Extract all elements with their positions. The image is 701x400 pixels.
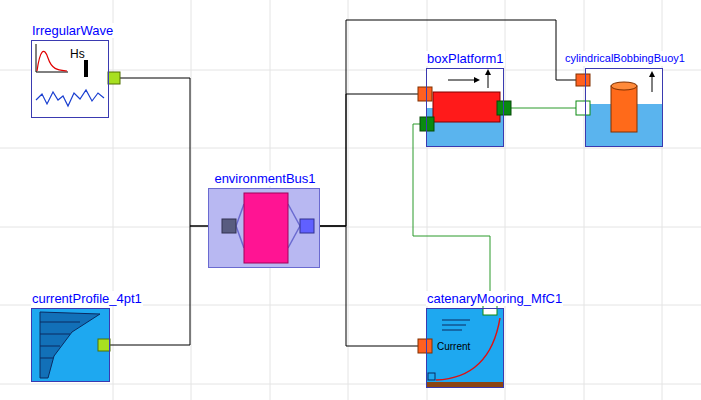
buoy-icon <box>585 68 663 147</box>
current-icon <box>31 308 110 382</box>
mooring-icon <box>426 308 504 388</box>
connection-line <box>320 94 426 226</box>
connection-line <box>413 124 490 308</box>
model-block: cylindricalBobbingBuoy1 <box>585 68 663 147</box>
port <box>497 101 511 115</box>
connection-line <box>504 108 585 109</box>
block-name: currentProfile_4pt1 <box>31 291 143 306</box>
block-name: cylindricalBobbingBuoy1 <box>564 51 686 66</box>
port <box>108 72 120 84</box>
wave-icon <box>31 40 109 118</box>
connection-line <box>320 20 585 226</box>
platform-icon <box>426 68 504 147</box>
port <box>98 339 110 351</box>
block-name: IrregularWave <box>31 23 114 38</box>
block-name: catenaryMooring_MfC1 <box>426 291 563 306</box>
connection-line <box>320 226 426 346</box>
connection-line <box>109 78 208 226</box>
model-block: currentProfile_4pt1 <box>31 308 110 382</box>
bus-icon <box>208 188 320 268</box>
icon-text: Hs <box>70 47 85 61</box>
port <box>300 219 314 233</box>
port <box>420 117 434 131</box>
port <box>576 74 590 86</box>
port <box>222 219 236 233</box>
model-block: environmentBus1 <box>208 188 320 268</box>
connection-line <box>110 226 208 345</box>
port <box>418 339 432 353</box>
icon-text: Current <box>437 341 470 352</box>
model-block: catenaryMooring_MfC1Current <box>426 308 504 388</box>
block-name: boxPlatform1 <box>426 51 505 66</box>
port <box>576 101 590 115</box>
port <box>418 87 432 101</box>
model-block: IrregularWaveHs <box>31 40 109 118</box>
model-block: boxPlatform1 <box>426 68 504 147</box>
block-name: environmentBus1 <box>213 171 316 186</box>
